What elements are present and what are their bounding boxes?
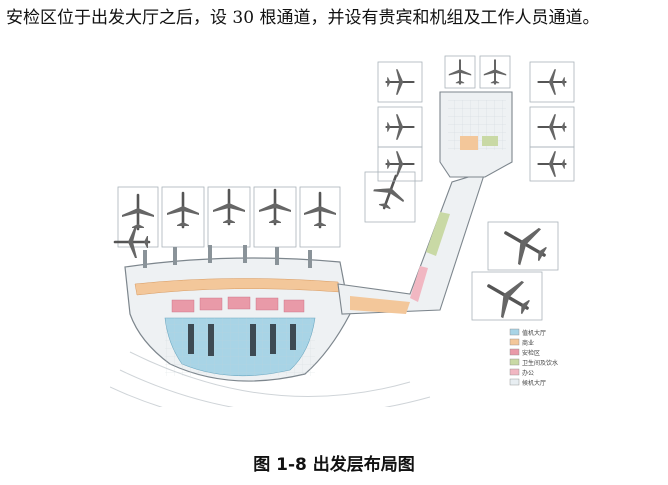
legend-label: 值机大厅 [522, 329, 546, 337]
legend-item: 值机大厅 [509, 328, 546, 337]
legend-swatch [509, 348, 520, 356]
legend-swatch [509, 338, 520, 346]
legend-item: 办公 [509, 368, 534, 377]
legend-label: 卫生间及饮水 [522, 359, 558, 367]
concourse-connector [337, 171, 486, 315]
figure-caption: 图 1-8 出发层布局图 [253, 455, 415, 475]
legend-swatch [509, 368, 520, 376]
floor-plan-legend: 值机大厅 商业 安检区 卫生间及饮水 办公 候机大厅 [509, 328, 558, 387]
airplane-icon [113, 188, 338, 260]
legend-item: 候机大厅 [509, 378, 546, 387]
legend-swatch [509, 378, 520, 386]
departure-floor-plan: 值机大厅 商业 安检区 卫生间及饮水 办公 候机大厅 [110, 52, 605, 407]
legend-label: 办公 [522, 369, 534, 377]
legend-label: 候机大厅 [522, 379, 546, 387]
intro-paragraph: 安检区位于出发大厅之后，设 30 根通道，并设有贵宾和机组及工作人员通道。 [6, 8, 600, 28]
legend-item: 卫生间及饮水 [509, 358, 558, 367]
security-zone [171, 296, 305, 313]
legend-label: 商业 [522, 339, 534, 347]
legend-item: 安检区 [509, 348, 540, 357]
legend-item: 商业 [509, 338, 534, 347]
legend-swatch [509, 328, 520, 336]
legend-swatch [509, 358, 520, 366]
legend-label: 安检区 [522, 349, 540, 357]
